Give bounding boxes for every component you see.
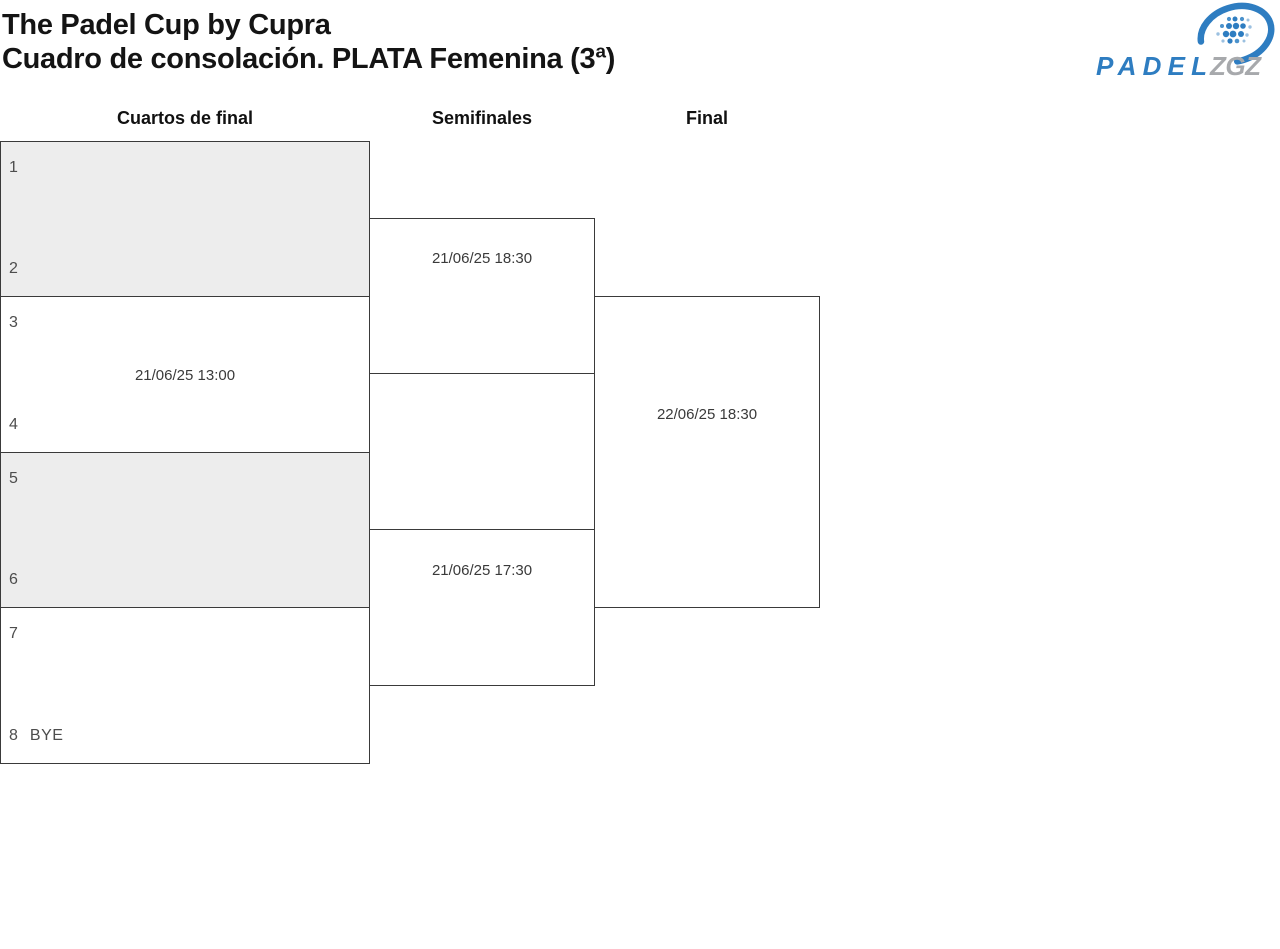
match-box-qf1: 1 2	[0, 141, 370, 297]
tournament-title: The Padel Cup by Cupra	[2, 9, 331, 41]
page-title-block: The Padel Cup by Cupra Cuadro de consola…	[2, 8, 615, 76]
seed-label: 2	[9, 260, 18, 277]
seed-label: 4	[9, 416, 18, 433]
match-time: 21/06/25 13:00	[134, 367, 236, 384]
racket-dots-icon	[1216, 16, 1252, 44]
seed-label: 8 BYE	[9, 728, 63, 744]
round-header-final: Final	[685, 108, 729, 128]
match-box-qf2: 3 21/06/25 13:00 4	[0, 296, 370, 453]
match-time: 22/06/25 18:30	[656, 406, 758, 423]
seed-label: 3	[9, 314, 18, 331]
bye-label: BYE	[29, 727, 64, 744]
seed-label: 6	[9, 571, 18, 588]
racket-swoosh-icon	[1197, 2, 1275, 66]
seed-label: 5	[9, 470, 18, 487]
seed-label: 7	[9, 625, 18, 642]
match-time: 21/06/25 17:30	[431, 562, 533, 579]
match-box-qf3: 5 6	[0, 452, 370, 608]
match-box-sf1: 21/06/25 18:30	[369, 218, 595, 374]
logo-word-padel: PADEL	[1096, 51, 1206, 81]
seed-number: 8	[9, 727, 18, 744]
seed-label: 1	[9, 159, 18, 176]
match-time: 21/06/25 18:30	[431, 250, 533, 267]
round-header-quarterfinals: Cuartos de final	[116, 108, 254, 128]
match-box-qf4: 7 8 BYE	[0, 607, 370, 764]
match-box-final: 22/06/25 18:30	[594, 296, 820, 608]
bracket-subtitle: Cuadro de consolación. PLATA Femenina (3…	[2, 43, 616, 75]
padelzgz-logo: PADEL ZGZ	[1096, 2, 1275, 81]
round-header-semifinals: Semifinales	[431, 108, 533, 128]
logo-word-zgz: ZGZ	[1209, 51, 1262, 81]
match-box-sf2: 21/06/25 17:30	[369, 529, 595, 686]
